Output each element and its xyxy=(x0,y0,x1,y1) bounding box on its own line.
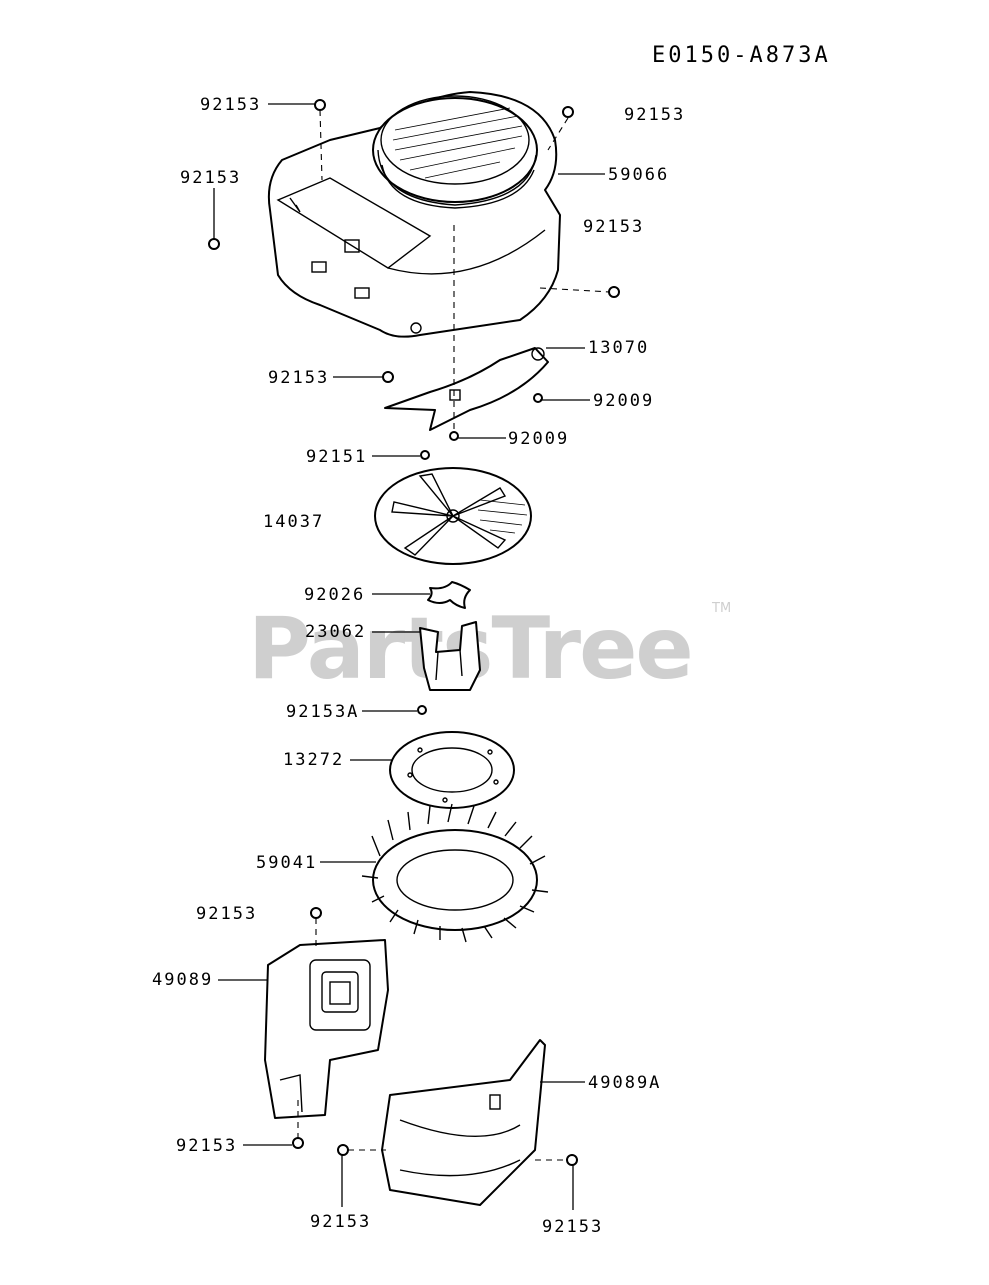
watermark: PartsTree TM xyxy=(248,599,731,699)
watermark-tm: TM xyxy=(711,601,731,616)
callout-92151: 92151 xyxy=(306,447,367,467)
left-shroud-drawing xyxy=(264,939,389,1119)
callout-49089A: 49089A xyxy=(588,1073,661,1093)
callout-13070: 13070 xyxy=(588,338,649,358)
right-shroud-drawing xyxy=(381,1039,546,1206)
callout-59041: 59041 xyxy=(256,853,317,873)
callout-92153-top-right: 92153 xyxy=(624,105,685,125)
bracket-drawing xyxy=(419,621,481,691)
callout-92153A: 92153A xyxy=(286,702,359,722)
assembly-lines xyxy=(297,109,611,1161)
callout-labels: 92153 92153 92153 59066 92153 13070 9215… xyxy=(152,95,685,1237)
callout-92009-center: 92009 xyxy=(508,429,569,449)
ring-plate-drawing xyxy=(389,731,515,809)
callout-92026: 92026 xyxy=(304,585,365,605)
callout-92153-bottom-center: 92153 xyxy=(310,1212,371,1232)
callout-92153-left: 92153 xyxy=(180,168,241,188)
callout-92153-bottom-left: 92153 xyxy=(176,1136,237,1156)
callout-59066: 59066 xyxy=(608,165,669,185)
diagram-code: E0150-A873A xyxy=(652,43,831,68)
callout-23062: 23062 xyxy=(305,622,366,642)
callout-92153-lower: 92153 xyxy=(196,904,257,924)
callout-92153-top-left: 92153 xyxy=(200,95,261,115)
fan-drawing xyxy=(361,803,549,943)
callout-92009-right: 92009 xyxy=(593,391,654,411)
screen-drawing xyxy=(374,467,532,565)
guide-plate-drawing xyxy=(384,347,549,431)
callout-13272: 13272 xyxy=(283,750,344,770)
leader-lines xyxy=(213,103,605,1210)
callout-49089: 49089 xyxy=(152,970,213,990)
small-plate-drawing xyxy=(427,581,471,609)
callout-92153-right: 92153 xyxy=(583,217,644,237)
callout-92153-mid-left: 92153 xyxy=(268,368,329,388)
callout-14037: 14037 xyxy=(263,512,324,532)
callout-92153-bottom-right: 92153 xyxy=(542,1217,603,1237)
blower-housing-drawing xyxy=(267,91,561,338)
